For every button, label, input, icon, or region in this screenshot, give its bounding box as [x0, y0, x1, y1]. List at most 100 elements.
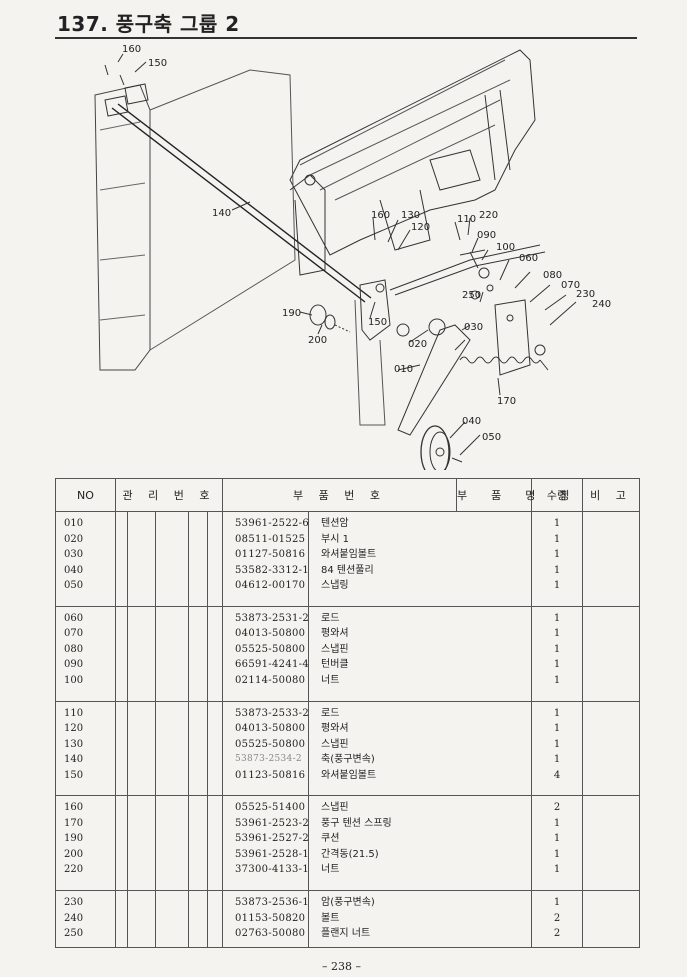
callout-label: 160 [122, 44, 141, 55]
cell-value: 53961-2522-6 [235, 518, 309, 529]
col-header-part-no: 부 품 번 호 [222, 478, 457, 512]
cell-value: 02763-50080 [235, 928, 306, 940]
cell-value: 너트 [321, 674, 340, 686]
cell-value: 암(풍구변속) [321, 897, 375, 909]
cell-value: 1 [553, 817, 561, 829]
table-cell [188, 890, 208, 948]
table-cell [155, 605, 189, 702]
cell-value: 1 [553, 533, 561, 545]
cell-value: 스냅핀 [321, 643, 349, 655]
cell-value: 와셔붙임볼트 [321, 549, 377, 560]
cell-value: 쿠션 [321, 833, 340, 845]
cell-value: 1 [553, 754, 561, 766]
cell-value: 070 [64, 628, 84, 640]
cell-value: 턴버클 [321, 659, 349, 671]
cell-value: 230 [64, 897, 84, 909]
table-cell [207, 605, 223, 702]
cell-value: 1 [553, 628, 561, 640]
callout-label: 120 [411, 222, 430, 233]
col-header-mgmt: 관 리 번 호 [115, 478, 223, 512]
table-cell [127, 511, 156, 607]
cell-value: 볼트 [321, 912, 340, 924]
cell-value: 1 [553, 612, 561, 624]
cell-value: 04612-00170 [235, 580, 306, 591]
cell-value: 53961-2528-1 [235, 848, 309, 860]
cell-value: 1 [553, 564, 561, 576]
cell-value: 250 [64, 928, 84, 940]
table-cell [115, 795, 128, 892]
table-cell: 53873-2536-1 01153-50820 02763-50080 [222, 890, 309, 948]
cell-value: 1 [553, 723, 561, 735]
cell-value: 53873-2534-2 [235, 754, 302, 765]
cell-value: 53873-2536-1 [235, 897, 309, 909]
table-cell [155, 511, 189, 607]
cell-value: 010 [64, 518, 84, 529]
cell-value: 53961-2523-2 [235, 817, 309, 829]
callout-label: 100 [496, 242, 515, 253]
cell-value: 030 [64, 549, 84, 560]
cell-value: 01153-50820 [235, 912, 306, 924]
cell-value: 1 [553, 833, 561, 845]
page-title: 137. 풍구축 그룹 2 [57, 12, 240, 36]
table-cell [188, 511, 208, 607]
table-cell [127, 795, 156, 892]
cell-value: 1 [553, 549, 561, 560]
cell-value: 스냅핀 [321, 802, 349, 814]
cell-value: 53961-2527-2 [235, 833, 309, 845]
cell-value: 로드 [321, 612, 340, 624]
cell-value: 1 [553, 738, 561, 750]
cell-value: 1 [553, 707, 561, 719]
cell-value: 플랜지 너트 [321, 928, 371, 940]
cell-value: 140 [64, 754, 84, 766]
callout-label: 060 [519, 253, 538, 264]
table-cell [582, 890, 640, 948]
table-cell [582, 605, 640, 702]
cell-value: 200 [64, 848, 84, 860]
cell-value: 평와셔 [321, 628, 349, 640]
cell-value: 53873-2531-2 [235, 612, 309, 624]
cell-value: 53582-3312-1 [235, 564, 309, 576]
col-header-no: NO [55, 478, 116, 512]
cell-value: 060 [64, 612, 84, 624]
callout-label: 250 [462, 290, 481, 301]
cell-value: 040 [64, 564, 84, 576]
cell-value: 1 [553, 518, 561, 529]
cell-value: 풍구 텐션 스프링 [321, 817, 392, 829]
callout-label: 070 [561, 280, 580, 291]
cell-value: 1 [553, 580, 561, 591]
cell-value: 130 [64, 738, 84, 750]
cell-value: 스냅링 [321, 580, 349, 591]
callout-label: 010 [394, 364, 413, 375]
cell-value: 240 [64, 912, 84, 924]
table-cell [188, 605, 208, 702]
table-cell [188, 700, 208, 797]
cell-value: 스냅핀 [321, 738, 349, 750]
cell-value: 05525-50800 [235, 643, 306, 655]
cell-value: 84 텐션풀리 [321, 564, 374, 576]
callout-label: 030 [464, 322, 483, 333]
callout-label: 050 [482, 432, 501, 443]
col-header-remarks: 비 고 [582, 478, 640, 512]
table-cell [207, 700, 223, 797]
cell-value: 090 [64, 659, 84, 671]
callout-label: 240 [592, 299, 611, 310]
title-underline [55, 37, 637, 39]
callout-label: 160 [371, 210, 390, 221]
cell-value: 2 [553, 802, 561, 814]
table-cell [155, 890, 189, 948]
callout-label: 200 [308, 335, 327, 346]
cell-value: 02114-50080 [235, 674, 306, 686]
